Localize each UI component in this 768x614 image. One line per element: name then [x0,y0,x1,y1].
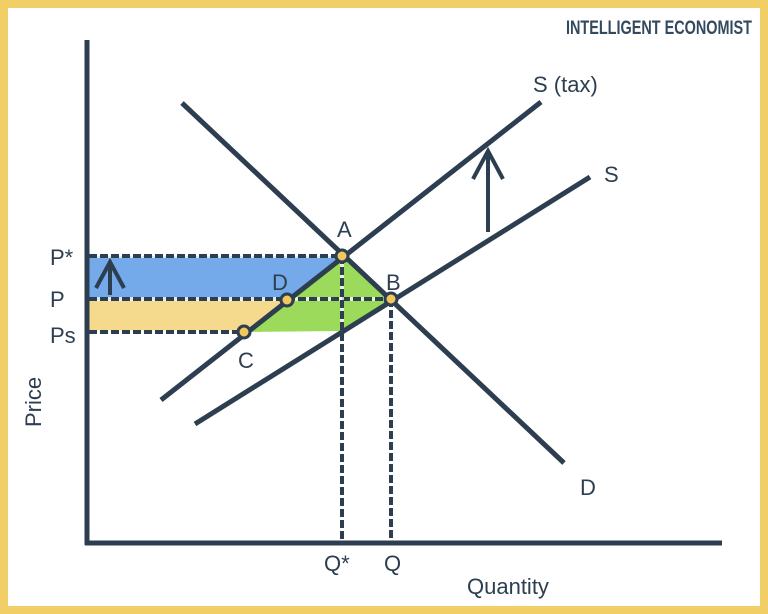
x-tick-q: Q [384,551,401,576]
deadweight-loss-area [244,256,391,332]
x-tick-q-star: Q* [324,551,350,576]
point-a-marker [334,248,350,264]
y-tick-ps: Ps [50,323,76,348]
y-axis-label: Price [21,377,46,427]
axes [84,40,722,546]
demand-curve [180,101,566,465]
y-tick-p-star: P* [50,245,74,270]
price-increase-arrow-icon [94,257,126,295]
d-label: D [580,475,596,500]
dashed-guides [89,254,393,541]
point-b-label: B [386,270,401,295]
point-d-marker [279,292,295,308]
point-d-label: D [272,270,288,295]
point-a-label: A [337,217,352,242]
point-c-marker [236,324,252,340]
y-tick-p: P [50,287,65,312]
arrows [94,146,505,295]
point-b-marker [383,291,399,307]
point-c-label: C [238,348,254,373]
intersection-points [236,248,399,340]
producer-tax-area [89,300,287,332]
supply-with-tax-curve [159,100,543,402]
s-label: S [604,162,619,187]
brand-logo: INTELLIGENT ECONOMIST [566,18,752,39]
consumer-tax-area [89,256,342,300]
x-axis-label: Quantity [467,574,549,599]
s-tax-label: S (tax) [533,72,598,97]
supply-shift-arrow-icon [471,146,505,232]
shaded-regions [89,256,391,332]
